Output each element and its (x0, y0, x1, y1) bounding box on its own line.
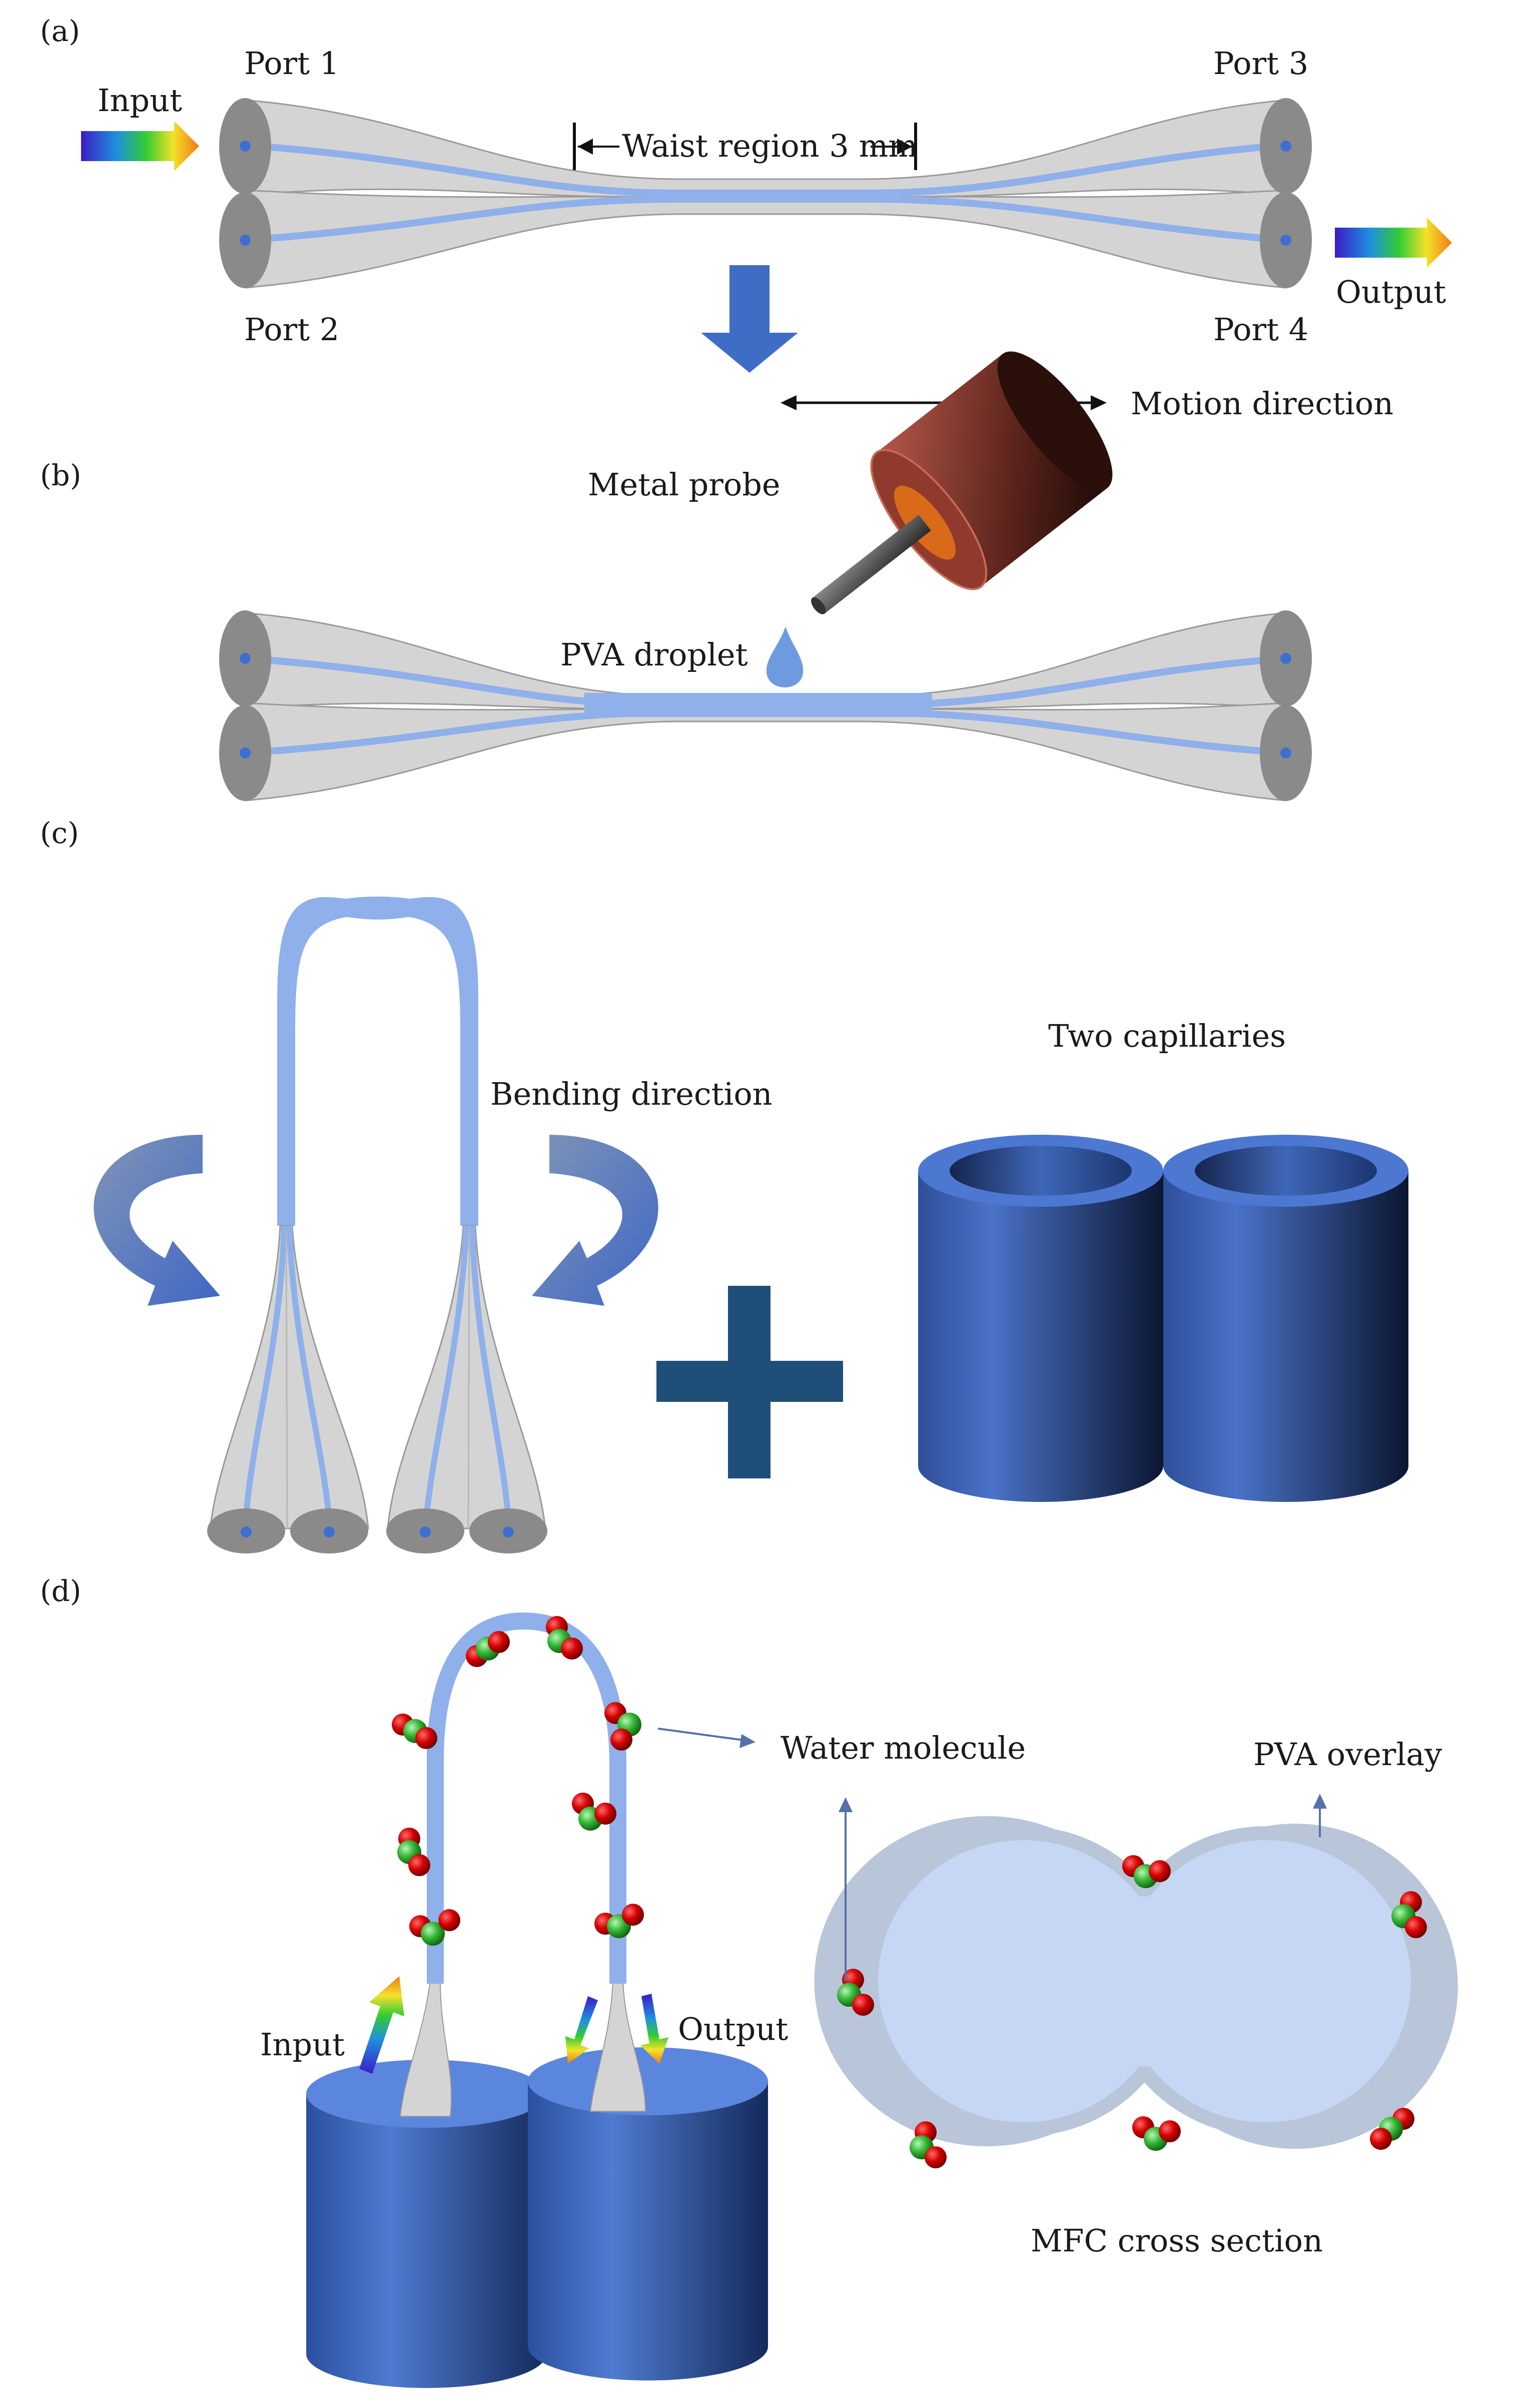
core-dot (240, 141, 251, 152)
waist-dimension: Waist region 3 mm (573, 123, 918, 170)
packaged-sensor (306, 1612, 768, 2388)
fiber-core-2 (245, 196, 1286, 244)
output-label: Output (1336, 274, 1446, 310)
coupler-b (219, 610, 1312, 801)
pva-coated-waist (584, 693, 932, 717)
water-molecule (594, 1904, 644, 1938)
water-molecule (1132, 2116, 1181, 2151)
motion-label: Motion direction (1131, 385, 1393, 422)
port-3-label: Port 3 (1213, 45, 1308, 82)
fiber-loop-d (427, 1612, 626, 1984)
port-1-label: Port 1 (244, 45, 339, 82)
cross-section-label: MFC cross section (1031, 2222, 1323, 2259)
bend-arrow-left (94, 1135, 220, 1306)
taper-left (209, 1225, 369, 1529)
water-molecule (1370, 2108, 1414, 2150)
input-label-d: Input (260, 2026, 345, 2063)
pva-droplet-label: PVA droplet (560, 636, 748, 673)
output-light-arrow-d2 (640, 1994, 668, 2064)
fiber-loop (277, 896, 478, 1226)
metal-probe (811, 351, 1113, 614)
input-light-arrow (81, 121, 199, 171)
water-molecule (397, 1828, 430, 1876)
core-dot (1280, 141, 1291, 152)
port-4-label: Port 4 (1213, 311, 1308, 348)
output-light-arrow-d1 (565, 1996, 598, 2064)
plus-sign (656, 1286, 843, 1478)
port-2-label: Port 2 (244, 311, 339, 348)
panel-label-c: (c) (40, 816, 79, 850)
bending-direction-label: Bending direction (490, 1076, 773, 1112)
fiber-section-left (878, 1840, 1168, 2122)
water-molecule (837, 1969, 874, 2016)
water-molecule (1391, 1891, 1427, 1938)
bent-coupler (207, 896, 547, 1553)
pva-overlay-label: PVA overlay (1253, 1736, 1442, 1773)
water-molecule-label: Water molecule (781, 1730, 1026, 1766)
input-light-arrow-d (359, 1976, 404, 2074)
mfc-cross-section (814, 1816, 1458, 2149)
cylinder-left (306, 2094, 546, 2388)
taper-right (387, 1225, 546, 1529)
water-molecule (910, 2121, 947, 2168)
water-molecule (409, 1909, 460, 1946)
fiber-core-1 (245, 142, 1286, 197)
water-molecule (466, 1631, 510, 1667)
down-arrow (701, 265, 798, 373)
output-light-arrow (1335, 218, 1452, 268)
core-dot (240, 235, 251, 246)
water-molecules (392, 1616, 644, 1946)
two-capillaries-label: Two capillaries (1048, 1018, 1286, 1054)
panel-label-d: (d) (40, 1574, 81, 1608)
fiber-section-right (1121, 1840, 1411, 2122)
metal-probe-label: Metal probe (588, 466, 781, 503)
panel-label-b: (b) (40, 458, 81, 492)
water-molecule (392, 1714, 437, 1749)
water-molecule-pointer (657, 1728, 751, 1742)
two-capillaries (918, 1135, 1408, 1502)
water-molecules-cross-section (837, 1855, 1427, 2168)
input-label: Input (98, 82, 182, 119)
water-molecule (572, 1793, 616, 1831)
coupler-a (219, 98, 1312, 289)
core-dot (1280, 235, 1291, 246)
water-molecule (546, 1616, 583, 1660)
output-label-d: Output (678, 2011, 788, 2047)
bend-arrow-right (532, 1135, 658, 1306)
waist-label: Waist region 3 mm (622, 128, 918, 164)
pva-droplet (766, 626, 804, 687)
water-molecule (1122, 1855, 1171, 1888)
cylinder-right (528, 2081, 768, 2380)
water-molecule (604, 1702, 641, 1751)
panel-label-a: (a) (40, 14, 80, 48)
